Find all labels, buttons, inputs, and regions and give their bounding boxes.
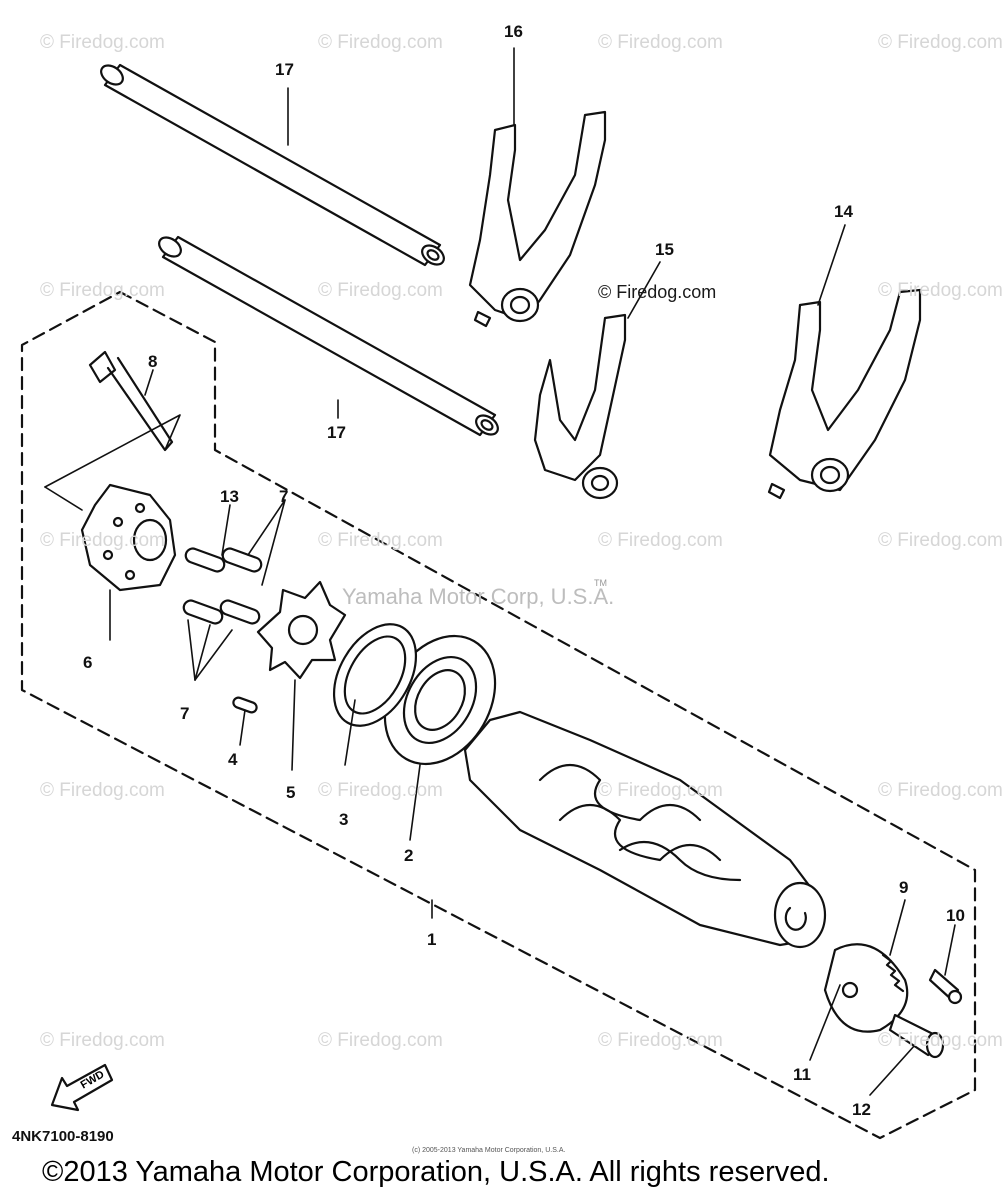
watermark: © Firedog.com [598, 1030, 723, 1051]
detent-pin [928, 968, 963, 1005]
shift-fork-15 [533, 313, 627, 500]
watermark: © Firedog.com [878, 280, 1003, 301]
watermark: © Firedog.com [40, 1030, 165, 1051]
watermark: © Firedog.com [878, 1030, 1003, 1051]
watermark: © Firedog.com [878, 32, 1003, 53]
part-label-3: 3 [339, 810, 349, 829]
watermark: © Firedog.com [318, 1030, 443, 1051]
watermark: © Firedog.com [598, 780, 723, 801]
watermark: © Firedog.com [598, 530, 723, 551]
copyright-notice: ©2013 Yamaha Motor Corporation, U.S.A. A… [42, 1156, 830, 1188]
leader-lines [44, 47, 956, 1096]
part-label-16: 16 [504, 22, 523, 41]
part-label-12: 12 [852, 1100, 871, 1119]
watermark: © Firedog.com [40, 780, 165, 801]
watermark: © Firedog.com [318, 780, 443, 801]
part-label-8: 8 [148, 352, 158, 371]
part-label-17b: 17 [327, 423, 346, 442]
shift-rod-lower [158, 235, 499, 437]
tiny-copyright: (c) 2005-2013 Yamaha Motor Corporation, … [412, 1147, 566, 1154]
watermark: © Firedog.com [40, 530, 165, 551]
screw-8 [88, 350, 174, 452]
part-label-2: 2 [404, 846, 414, 865]
shift-drum [463, 710, 827, 949]
screw-12 [888, 1013, 945, 1059]
tm-mark: TM [594, 578, 607, 588]
group-outline [20, 290, 977, 1140]
part-label-7a: 7 [180, 704, 190, 723]
watermark: © Firedog.com [40, 280, 165, 301]
watermark: © Firedog.com [40, 32, 165, 53]
part-label-10: 10 [946, 906, 965, 925]
shift-fork-16 [468, 110, 607, 328]
watermark: © Firedog.com [318, 530, 443, 551]
watermark: © Firedog.com [878, 530, 1003, 551]
dowel-pins [182, 547, 263, 714]
segment-star [256, 580, 347, 680]
part-label-1: 1 [427, 930, 437, 949]
watermark-center: © Firedog.com [598, 282, 717, 302]
brand-watermark: Yamaha Motor Corp, U.S.A. [342, 584, 615, 609]
spring [881, 953, 905, 993]
part-label-13: 13 [220, 487, 239, 506]
shift-rod-upper [100, 63, 445, 267]
watermark: © Firedog.com [318, 280, 443, 301]
watermark: © Firedog.com [598, 32, 723, 53]
part-label-4: 4 [228, 750, 238, 769]
part-label-9: 9 [899, 878, 909, 897]
watermark: © Firedog.com [318, 32, 443, 53]
diagram-code: 4NK7100-8190 [12, 1128, 114, 1145]
part-label-11: 11 [793, 1065, 811, 1084]
part-label-14: 14 [834, 202, 853, 221]
part-label-7b: 7 [279, 487, 289, 506]
shift-fork-14 [767, 288, 922, 500]
part-label-5: 5 [286, 783, 296, 802]
part-label-17a: 17 [275, 60, 294, 79]
cam [80, 483, 177, 592]
part-label-6: 6 [83, 653, 93, 672]
part-label-15: 15 [655, 240, 674, 259]
fwd-arrow-icon [50, 1063, 114, 1112]
watermark: © Firedog.com [878, 780, 1003, 801]
